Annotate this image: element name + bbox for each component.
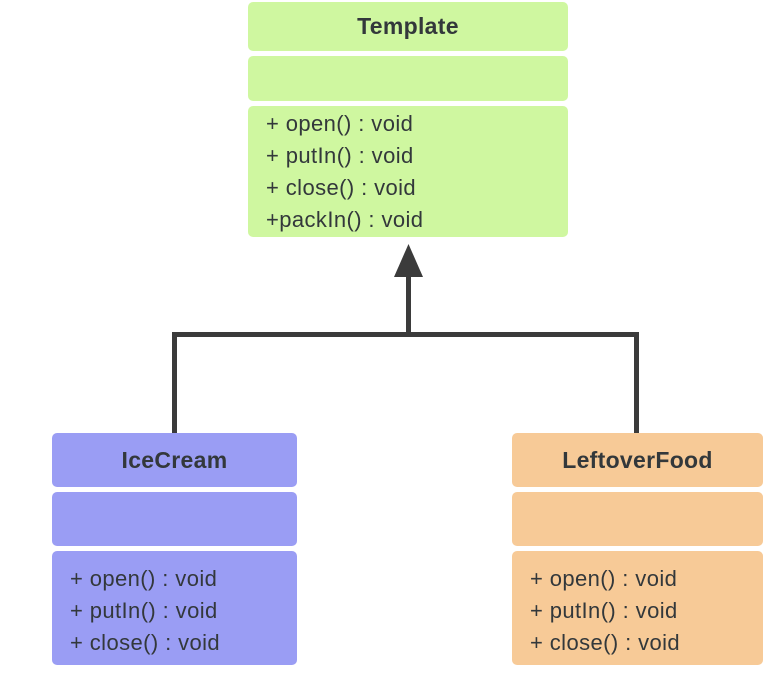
method-line: + open() : void — [530, 566, 678, 591]
class-title: IceCream — [52, 433, 297, 487]
inheritance-right-branch-line — [634, 332, 639, 433]
method-line: + putIn() : void — [70, 598, 218, 623]
method-line: + close() : void — [266, 175, 417, 200]
inheritance-shaft-line — [406, 274, 411, 335]
class-attributes-section — [512, 492, 763, 546]
method-line: + close() : void — [530, 630, 681, 655]
method-line: + open() : void — [266, 111, 414, 136]
method-line: +packIn() : void — [266, 207, 424, 232]
class-methods-section: + open() : void + putIn() : void + close… — [248, 106, 568, 237]
class-box-leftoverfood: LeftoverFood + open() : void + putIn() :… — [512, 433, 763, 665]
method-line: + putIn() : void — [266, 143, 414, 168]
class-attributes-section — [248, 56, 568, 101]
method-line: + open() : void — [70, 566, 218, 591]
method-line: + putIn() : void — [530, 598, 678, 623]
class-title: LeftoverFood — [512, 433, 763, 487]
method-line: + close() : void — [70, 630, 221, 655]
class-methods-section: + open() : void + putIn() : void + close… — [52, 551, 297, 665]
inheritance-horizontal-line — [172, 332, 639, 337]
inheritance-left-branch-line — [172, 332, 177, 433]
inheritance-arrowhead-icon — [394, 244, 423, 277]
class-title: Template — [248, 2, 568, 51]
class-box-template: Template + open() : void + putIn() : voi… — [248, 2, 568, 237]
class-attributes-section — [52, 492, 297, 546]
class-box-icecream: IceCream + open() : void + putIn() : voi… — [52, 433, 297, 665]
class-methods-section: + open() : void + putIn() : void + close… — [512, 551, 763, 665]
